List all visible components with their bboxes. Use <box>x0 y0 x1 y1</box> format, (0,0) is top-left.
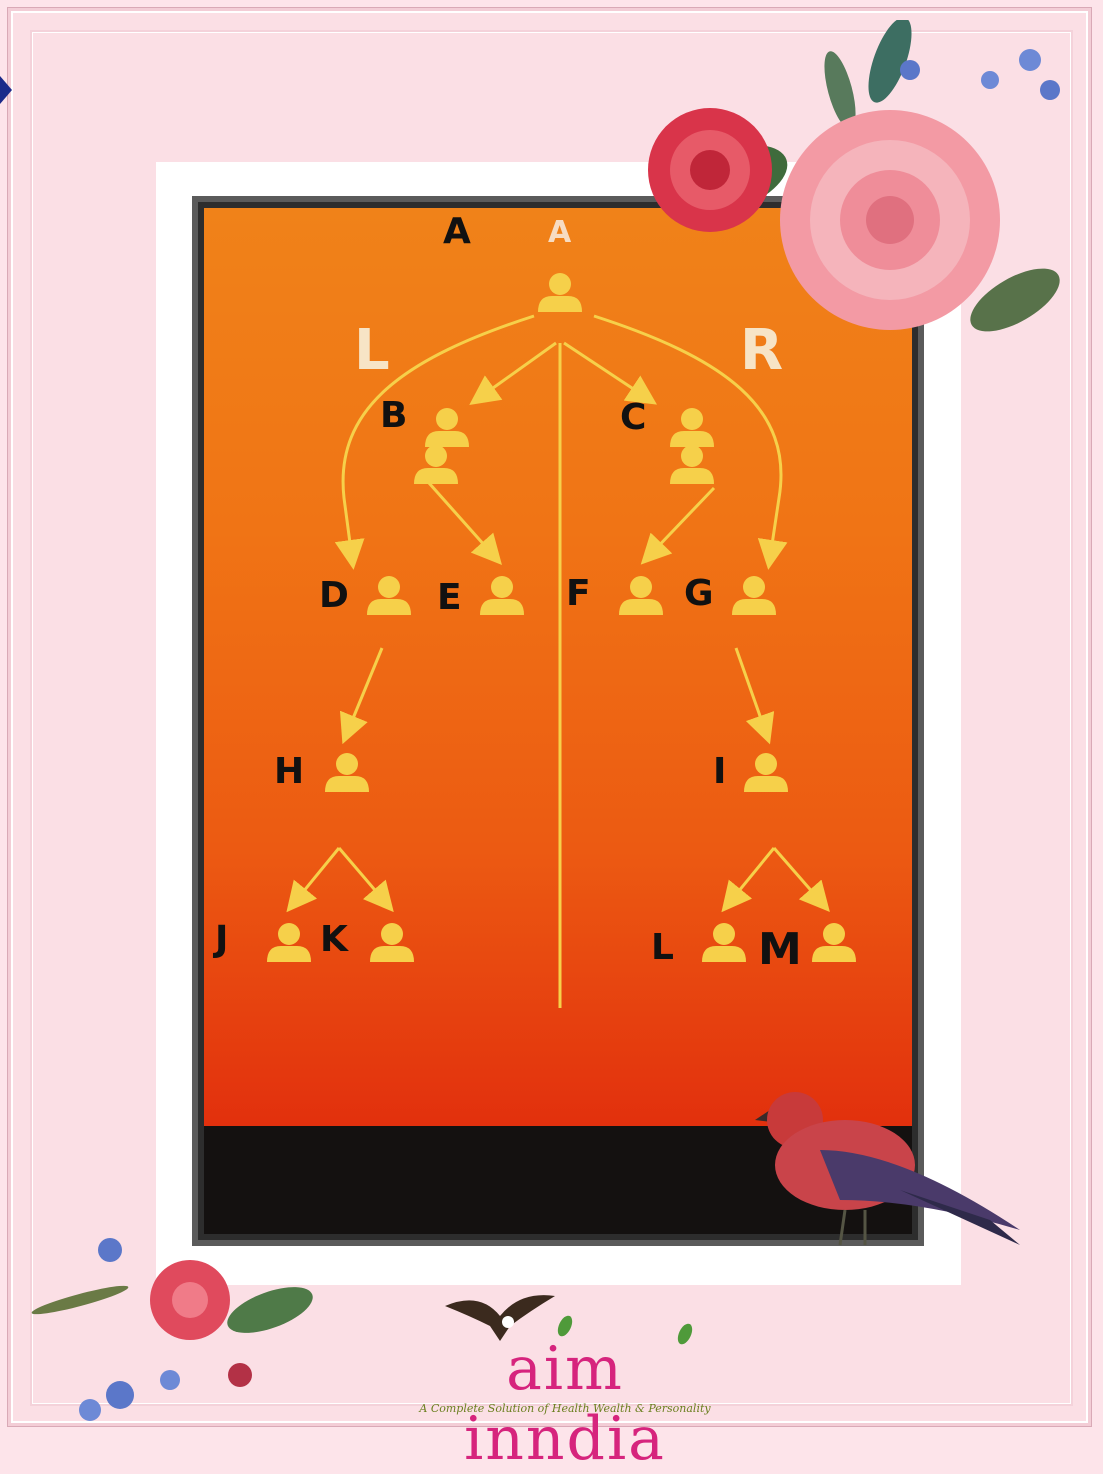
node-label-l: L <box>651 930 674 966</box>
edge-a-b <box>479 343 556 398</box>
orange-panel: A L R <box>204 208 912 1126</box>
edge-h-k <box>339 848 386 903</box>
node-label-k: K <box>320 922 348 958</box>
flower-decoration <box>20 1220 320 1430</box>
person-f-icon <box>619 576 663 615</box>
person-b-icon <box>425 408 469 447</box>
edge-g-i <box>736 648 766 733</box>
edge-a-c <box>564 343 647 398</box>
rose-bouquet-decoration <box>570 20 1080 340</box>
node-label-b: B <box>380 398 407 434</box>
person-g-icon <box>732 576 776 615</box>
person-b-sub-icon <box>414 445 458 484</box>
node-label-j: J <box>215 922 228 958</box>
person-c-sub-icon <box>670 445 714 484</box>
node-label-h: H <box>274 754 304 790</box>
person-e-icon <box>480 576 524 615</box>
node-label-c: C <box>620 400 646 436</box>
person-h-icon <box>325 753 369 792</box>
bird-decoration <box>750 1080 1030 1260</box>
tree-top-label: A <box>548 218 571 248</box>
node-label-g: G <box>684 576 714 612</box>
edge-d-h <box>347 648 382 733</box>
node-label-f: F <box>566 576 591 612</box>
node-label-d: D <box>319 578 349 614</box>
binary-tree-diagram <box>204 208 912 1126</box>
edge-i-l <box>729 848 774 903</box>
node-label-a: A <box>443 214 471 250</box>
person-c-icon <box>670 408 714 447</box>
person-m-icon <box>812 923 856 962</box>
edge-i-m <box>774 848 822 903</box>
edge-b-e <box>429 483 494 556</box>
slide-arrow-icon <box>0 76 12 104</box>
brand-logo: aim inndia A Complete Solution of Health… <box>400 1286 730 1426</box>
person-k-icon <box>370 923 414 962</box>
person-i-icon <box>744 753 788 792</box>
brand-tagline: A Complete Solution of Health Wealth & P… <box>400 1402 730 1415</box>
person-l-icon <box>702 923 746 962</box>
edge-c-f <box>649 488 714 556</box>
person-j-icon <box>267 923 311 962</box>
person-d-icon <box>367 576 411 615</box>
node-label-i: I <box>713 754 726 790</box>
node-label-e: E <box>437 580 462 616</box>
node-label-m: M <box>758 928 802 972</box>
left-side-label: L <box>354 323 390 379</box>
edge-h-j <box>294 848 339 903</box>
